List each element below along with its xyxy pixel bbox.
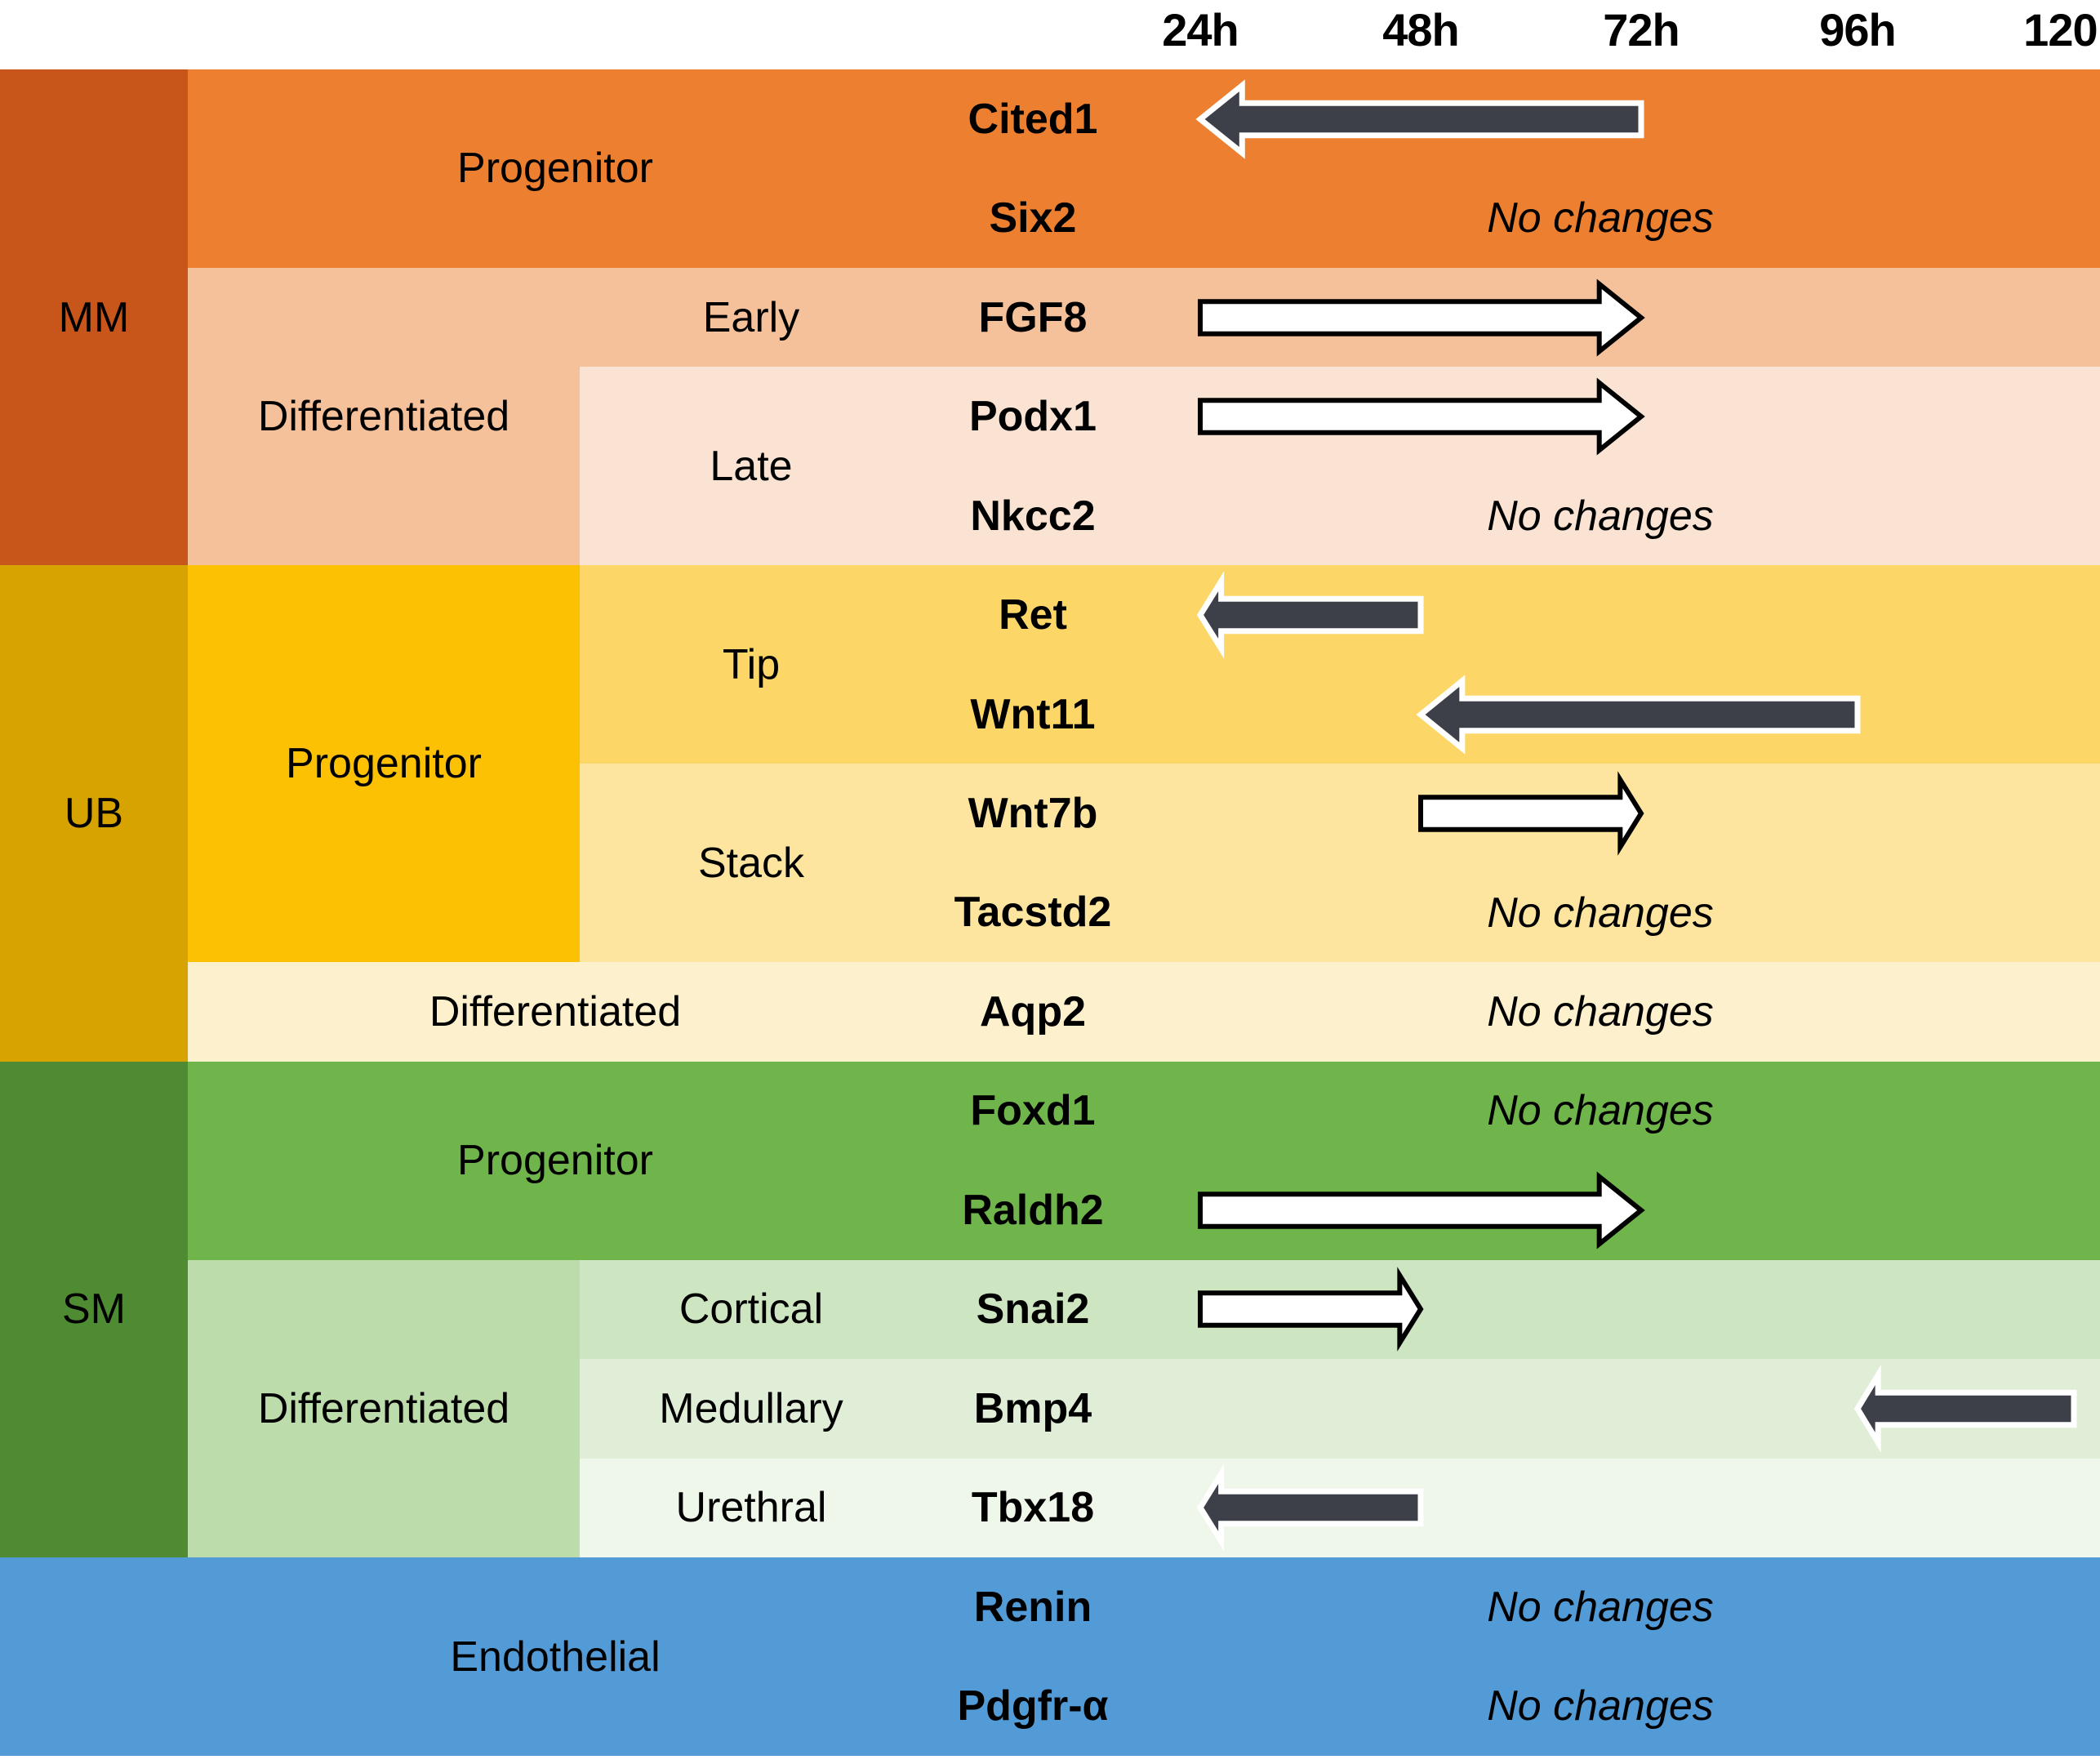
time-axis-header: 24h 48h 72h 96h 120h [0, 0, 2100, 69]
no-changes-label: No changes [1487, 1583, 1714, 1631]
gene-label: Nkcc2 [923, 466, 1143, 565]
state-block-label: Differentiated [257, 393, 510, 441]
gene-label-text: Raldh2 [962, 1186, 1104, 1234]
sub-block-label: Tip [722, 640, 781, 688]
gene-label-text: Nkcc2 [970, 492, 1096, 540]
sub-block: Urethral [580, 1458, 923, 1558]
gene-label: Snai2 [923, 1260, 1143, 1359]
gene-label-text: FGF8 [978, 293, 1088, 341]
gene-label: Six2 [923, 168, 1143, 267]
gene-label-text: Wnt7b [968, 790, 1098, 838]
state-block-label: Progenitor [457, 145, 653, 193]
change-arrow-left [1421, 679, 1858, 750]
state-block-label: Progenitor [457, 1137, 653, 1185]
no-changes-label: No changes [1487, 987, 1714, 1036]
state-block: Progenitor [188, 565, 580, 963]
state-block: Endothelial [188, 1557, 923, 1756]
change-arrow-right [1200, 1274, 1421, 1344]
gene-label: Bmp4 [923, 1359, 1143, 1458]
no-changes-label: No changes [1487, 1682, 1714, 1731]
gene-label-text: Snai2 [976, 1285, 1090, 1334]
sub-block-label: Stack [697, 839, 805, 887]
change-arrow-right [1421, 778, 1641, 849]
gene-label: Pdgfr-α [923, 1657, 1143, 1756]
change-arrow-left [1200, 1472, 1421, 1543]
no-changes-label: No changes [1487, 492, 1714, 540]
sub-block-label: Urethral [675, 1484, 827, 1532]
state-block-label: Differentiated [257, 1384, 510, 1432]
gene-label: Cited1 [923, 69, 1143, 168]
change-arrow-right [1200, 1175, 1641, 1245]
sub-block: Medullary [580, 1359, 923, 1459]
state-block: Progenitor [188, 69, 923, 268]
gene-label: Ret [923, 565, 1143, 664]
sub-block: Early [580, 267, 923, 368]
group-spine-sm: SM [0, 1061, 188, 1558]
sub-block: Cortical [580, 1259, 923, 1360]
gene-label: Raldh2 [923, 1160, 1143, 1259]
state-block-label: Progenitor [286, 740, 482, 788]
gene-label-text: Ret [999, 591, 1067, 639]
gene-label-text: Podx1 [968, 393, 1097, 441]
no-changes-label: No changes [1487, 194, 1714, 243]
gene-label: Aqp2 [923, 962, 1143, 1061]
state-block-label: Endothelial [450, 1633, 661, 1681]
gene-label: Tbx18 [923, 1459, 1143, 1557]
axis-tick-48h: 48h [1382, 4, 1459, 56]
group-spine-ub: UB [0, 565, 188, 1062]
axis-tick-72h: 72h [1603, 4, 1680, 56]
sub-block: Late [580, 367, 923, 566]
gene-label: Renin [923, 1557, 1143, 1656]
no-changes-label: No changes [1487, 889, 1714, 937]
sub-block-label: Late [710, 442, 793, 490]
change-arrow-left [1858, 1374, 2074, 1444]
axis-tick-96h: 96h [1819, 4, 1896, 56]
gene-label: Wnt11 [923, 665, 1143, 764]
axis-tick-120h: 120h [2023, 4, 2100, 56]
sub-block-label: Early [702, 293, 800, 341]
change-arrow-left [1200, 84, 1641, 154]
gene-label-text: Bmp4 [973, 1384, 1092, 1432]
no-changes-label: No changes [1487, 1087, 1714, 1135]
axis-tick-24h: 24h [1162, 4, 1239, 56]
state-block-label: Differentiated [429, 987, 682, 1036]
change-arrow-left [1200, 580, 1421, 650]
group-label-sm: SM [62, 1285, 126, 1334]
group-label-ub: UB [64, 790, 124, 838]
state-block: Progenitor [188, 1061, 923, 1260]
gene-label-text: Pdgfr-α [957, 1682, 1109, 1731]
sub-block-label: Cortical [678, 1285, 824, 1334]
gene-label-text: Renin [973, 1583, 1092, 1631]
gene-label: Tacstd2 [923, 863, 1143, 962]
gene-label-text: Aqp2 [980, 987, 1086, 1036]
sub-block: Stack [580, 764, 923, 963]
sub-block: Tip [580, 565, 923, 764]
gene-label: Foxd1 [923, 1062, 1143, 1160]
change-arrow-right [1200, 381, 1641, 452]
state-block: Differentiated [188, 267, 580, 566]
group-spine-endo [0, 1557, 188, 1756]
gene-label: Podx1 [923, 367, 1143, 466]
group-spine-mm: MM [0, 69, 188, 566]
group-label-mm: MM [58, 293, 130, 341]
state-block: Differentiated [188, 962, 923, 1062]
gene-label-text: Tacstd2 [954, 889, 1112, 937]
gene-label: FGF8 [923, 268, 1143, 367]
gene-label: Wnt7b [923, 764, 1143, 862]
gene-label-text: Wnt11 [970, 690, 1096, 738]
change-arrow-right [1200, 283, 1641, 353]
gene-label-text: Six2 [989, 194, 1077, 243]
gene-label-text: Foxd1 [970, 1087, 1096, 1135]
gene-label-text: Tbx18 [971, 1484, 1095, 1532]
state-block: Differentiated [188, 1259, 580, 1558]
sub-block-label: Medullary [659, 1384, 843, 1432]
gene-label-text: Cited1 [968, 95, 1098, 143]
